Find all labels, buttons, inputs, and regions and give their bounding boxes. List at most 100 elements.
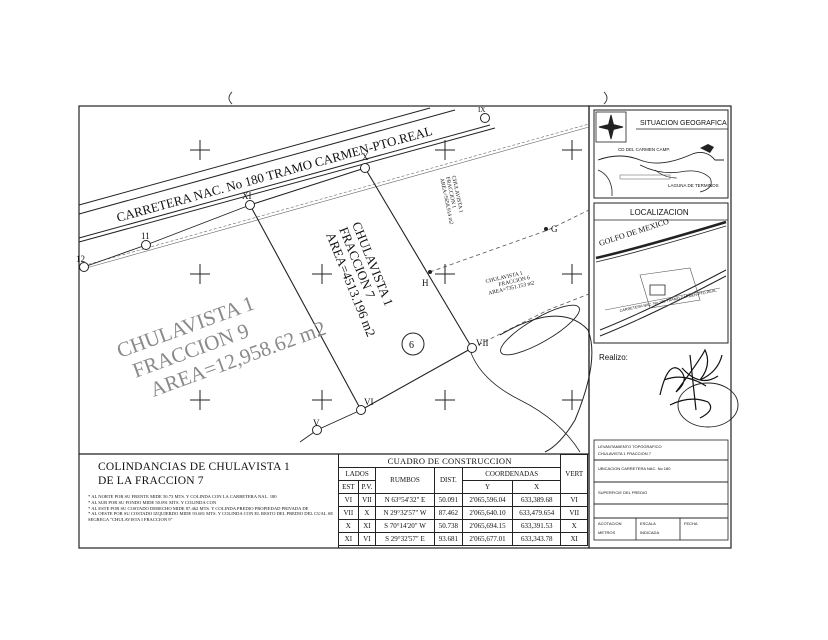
cell-pv: VII: [357, 492, 377, 507]
vertex-x: [360, 163, 370, 173]
vertex-12: [79, 262, 89, 272]
scan-mark: [228, 91, 233, 105]
cell-x: 633,391.53: [512, 518, 562, 533]
fraccion-7-label: CHULAVISTA 1 FRACCION 7 AREA=4513.196 m2: [323, 220, 396, 339]
tb-escala: ESCALA: [640, 521, 656, 526]
header-rumbos: RUMBOS: [375, 466, 435, 494]
colindancia-norte: * AL NORTE POR SU FRENTE MIDE 50.73 MTS.…: [88, 494, 277, 499]
cell-dist: 87.462: [433, 505, 464, 520]
title-block-frame: [588, 105, 732, 549]
vertex-g: [544, 227, 548, 231]
header-lados: LADOS: [337, 466, 377, 481]
label-xi: XI: [242, 191, 252, 201]
label-11: 11: [141, 231, 150, 241]
colindancias-title-1: COLINDANCIAS DE CHULAVISTA 1: [98, 461, 290, 473]
cuadro-construccion: CUADRO DE CONSTRUCCION VERT LADOS RUMBOS…: [337, 454, 588, 548]
cell-dist: 93.681: [433, 531, 464, 546]
tb-line-3: UBICACION CARRETERA NAC. No 180: [598, 466, 671, 471]
colindancias-title-2: DE LA FRACCION 7: [98, 475, 204, 487]
header-pv: P.V.: [357, 479, 377, 494]
localizacion-title: LOCALIZACION: [630, 208, 689, 217]
road-label: CARRETERA NAC. No 180 TRAMO CARMEN-PTO.R…: [115, 123, 434, 225]
header-x: X: [512, 479, 562, 494]
tb-fecha: FECHA: [684, 521, 698, 526]
cell-pv: VI: [357, 531, 377, 546]
label-ix: IX: [478, 106, 485, 114]
situacion-city: CD DEL CARMEN CAMP.: [618, 147, 670, 152]
colindancias-notes: * AL NORTE POR SU FRENTE MIDE 50.73 MTS.…: [88, 494, 336, 523]
situacion-lagoon: LAGUNA DE TERMINOS: [668, 183, 719, 188]
cell-vert: X: [560, 518, 588, 533]
tb-line-2: CHULAVISTA 1 FRACCION 7: [598, 451, 652, 456]
label-vii: VII: [476, 338, 489, 348]
cell-vert: VI: [560, 492, 588, 507]
cell-vert: VII: [560, 505, 588, 520]
header-vert: VERT: [560, 454, 588, 494]
cell-y: 2'065,677.01: [462, 531, 514, 546]
boundary-arc: [499, 315, 593, 453]
header-dist: DIST.: [433, 466, 464, 494]
cell-rumbo: N 29°32'57" W: [375, 505, 435, 520]
cell-est: VII: [338, 505, 359, 520]
situacion-box: [593, 109, 729, 199]
table-row: X XI S 70°14'20" W 50.738 2'065,694.15 6…: [338, 518, 588, 533]
cuadro-title: CUADRO DE CONSTRUCCION: [337, 454, 562, 468]
stamp: [677, 382, 739, 428]
label-x: X: [362, 152, 369, 162]
localizacion-map: [595, 220, 727, 337]
circle-note: [401, 332, 425, 356]
header-coordenadas: COORDENADAS: [462, 466, 562, 481]
vertex-v: [312, 425, 322, 435]
table-row: VII X N 29°32'57" W 87.462 2'065,640.10 …: [338, 505, 588, 520]
golfo-label: GOLFO DE MEXICO: [598, 217, 670, 248]
cell-x: 633,479.654: [512, 505, 562, 520]
table-row: VI VII N 63°54'32" E 50.091 2'065,596.04…: [338, 492, 588, 507]
cell-rumbo: S 70°14'20" W: [375, 518, 435, 533]
cell-pv: X: [357, 505, 377, 520]
grid-crosses: [190, 140, 582, 410]
colindancias-panel: COLINDANCIAS DE CHULAVISTA 1 DE LA FRACC…: [80, 454, 339, 548]
scan-mark: [603, 91, 608, 105]
colindancia-este: * AL ESTE POR SU COSTADO DERECHO MIDE 87…: [88, 505, 309, 511]
tb-line-4: SUPERFICIE DEL PREDIO: [598, 490, 647, 495]
road: [78, 107, 590, 271]
label-g: G: [551, 224, 558, 234]
fraccion-6-label: CHULAVISTA 1 FRACCION 6 AREA=7351.153 m2: [485, 271, 535, 297]
signature: [659, 348, 723, 419]
vertex-11: [141, 240, 151, 250]
localizacion-road: CARRETERA NAC. No 180 TRAMO CARMEN-PTO.R…: [619, 289, 716, 313]
tb-metros: METROS: [598, 530, 615, 535]
tb-indicada: INDICADA: [640, 530, 659, 535]
circle-note-text: 6: [409, 340, 414, 351]
vertex-ix: [480, 113, 490, 123]
fraccion-1-label: CHULAVISTA 1 FRACCION 1 AREA=5658.914 m2: [438, 175, 464, 225]
cell-y: 2'065,694.15: [462, 518, 514, 533]
colindancia-sur: * AL SUR POR SU FONDO MIDE 50.091 MTS. Y…: [88, 499, 217, 505]
title-block-cells: [593, 439, 729, 541]
cell-y: 2'065,640.10: [462, 505, 514, 520]
label-h: H: [422, 278, 429, 288]
cell-est: X: [338, 518, 359, 533]
cell-x: 633,343.78: [512, 531, 562, 546]
tb-line-1: LEVANTAMIENTO TOPOGRAFICO: [598, 444, 662, 449]
colindancia-oeste: * AL OESTE POR SU COSTADO IZQUIERDO MIDE…: [88, 511, 334, 523]
cell-x: 633,389.68: [512, 492, 562, 507]
cell-rumbo: N 63°54'32" E: [375, 492, 435, 507]
label-vi: VI: [364, 397, 374, 407]
header-est: EST: [338, 479, 359, 494]
vertex-markers: [79, 113, 490, 435]
localizacion-box: [593, 202, 729, 344]
vertex-vii: [467, 343, 477, 353]
header-y: Y: [462, 479, 514, 494]
cell-dist: 50.091: [433, 492, 464, 507]
realizo-label: Realizo:: [599, 353, 628, 362]
cell-est: VI: [338, 492, 359, 507]
table-row: XI VI S 29°32'57" E 93.681 2'065,677.01 …: [338, 531, 588, 546]
vertex-xi: [245, 200, 255, 210]
cell-est: XI: [338, 531, 359, 546]
label-v: V: [313, 418, 320, 428]
cell-y: 2'065,596.04: [462, 492, 514, 507]
cuadro-table: CUADRO DE CONSTRUCCION VERT LADOS RUMBOS…: [337, 454, 588, 546]
vertex-vi: [356, 405, 366, 415]
